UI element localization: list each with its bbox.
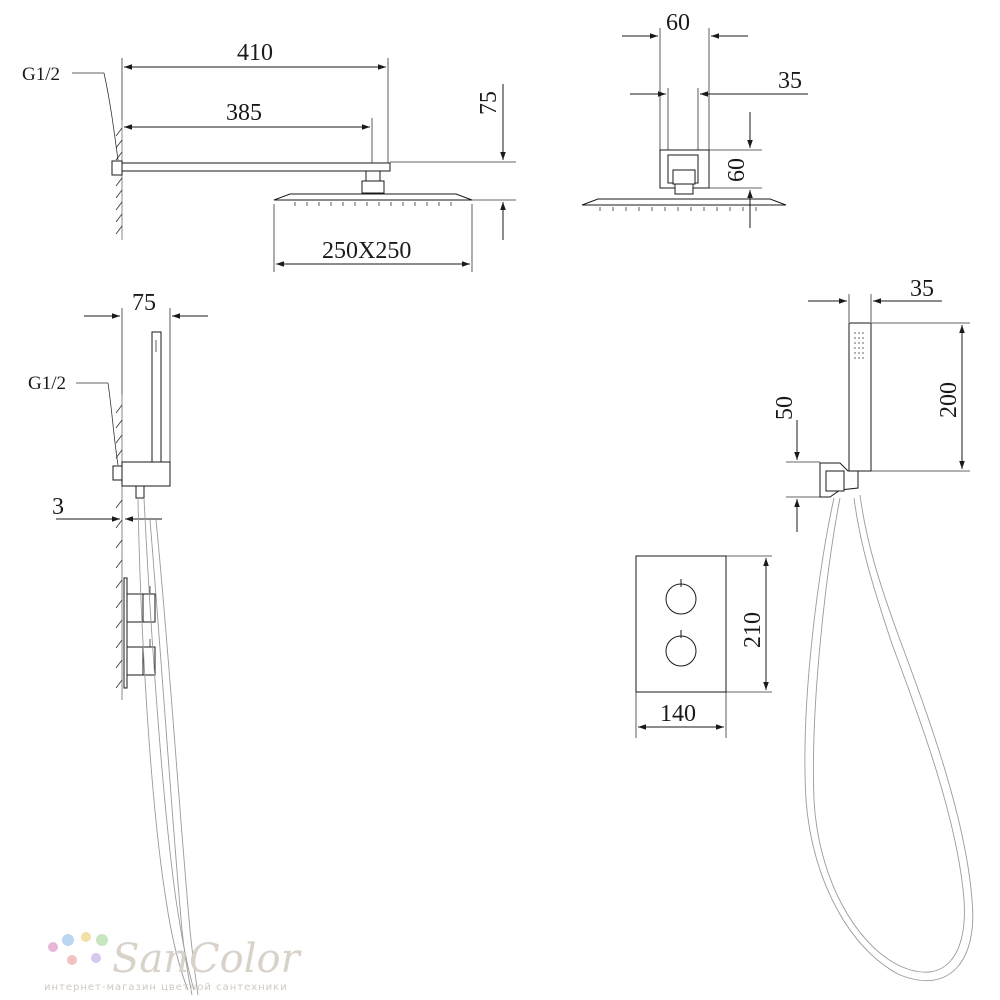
logo-dot <box>67 955 77 965</box>
arm-connector <box>365 170 381 182</box>
logo-dot <box>81 932 91 942</box>
upper-knob-cap <box>142 593 156 623</box>
plate-height-dim: 210 <box>740 612 766 648</box>
wall-section <box>115 395 123 700</box>
hose-connector <box>135 485 145 499</box>
brand-tagline: интернет-магазин цветной сантехники <box>44 982 288 993</box>
temperature-knob <box>665 583 697 615</box>
arm-width-dim: 35 <box>778 68 802 94</box>
wall-gap-dim: 3 <box>52 494 64 520</box>
thread-label: G1/2 <box>22 64 60 85</box>
shower-head <box>273 193 473 201</box>
mount-height-dim: 60 <box>724 158 750 182</box>
hand-shower-handle-front <box>848 322 872 472</box>
drop-height-dim: 75 <box>476 91 502 115</box>
mount-width-dim: 60 <box>666 10 690 36</box>
hose <box>137 497 189 991</box>
holder-inner <box>825 470 845 492</box>
handle-length-dim: 200 <box>936 382 962 418</box>
thread-label: G1/2 <box>28 373 66 394</box>
cover-plate <box>635 555 727 693</box>
hand-shower-handle <box>151 331 162 463</box>
head-size-dim: 250X250 <box>322 238 411 264</box>
logo-dot <box>91 953 101 963</box>
thermostat-plate-view: 210 140 <box>635 555 772 738</box>
arm-length-dim: 410 <box>237 40 273 66</box>
logo-dot <box>62 934 74 946</box>
connector <box>674 183 694 195</box>
spray-nozzles <box>854 332 864 359</box>
hand-shower-side-view: G1/2 75 3 <box>28 290 208 996</box>
lower-knob <box>126 646 144 676</box>
shower-head-side <box>581 198 787 206</box>
logo-dot <box>96 934 108 946</box>
shower-side-view: 60 35 60 <box>581 10 808 228</box>
wall-elbow-holder <box>121 461 171 487</box>
hose-loop <box>804 494 974 981</box>
wall-flange <box>111 160 123 176</box>
overhead-shower-view: G1/2 410 385 250X250 75 <box>22 40 516 272</box>
plate-width-dim: 140 <box>660 701 696 727</box>
flow-knob <box>665 635 697 667</box>
hand-shower-front-view: 35 200 50 <box>772 276 974 981</box>
logo-dot <box>48 942 58 952</box>
lower-knob-cap <box>142 646 156 676</box>
wall-section <box>115 120 123 240</box>
swivel-joint <box>361 180 385 194</box>
thermostat-plate-edge <box>123 577 128 689</box>
shower-arm <box>121 162 391 172</box>
brand-name: SanColor <box>112 936 303 982</box>
holder-height-dim: 50 <box>772 396 798 420</box>
arm-reach-dim: 385 <box>226 100 262 126</box>
watermark-logo: SanColor интернет-магазин цветной сантех… <box>44 932 303 993</box>
handle-width-dim: 35 <box>910 276 934 302</box>
projection-dim: 75 <box>132 290 156 316</box>
swivel-joint <box>672 169 696 185</box>
